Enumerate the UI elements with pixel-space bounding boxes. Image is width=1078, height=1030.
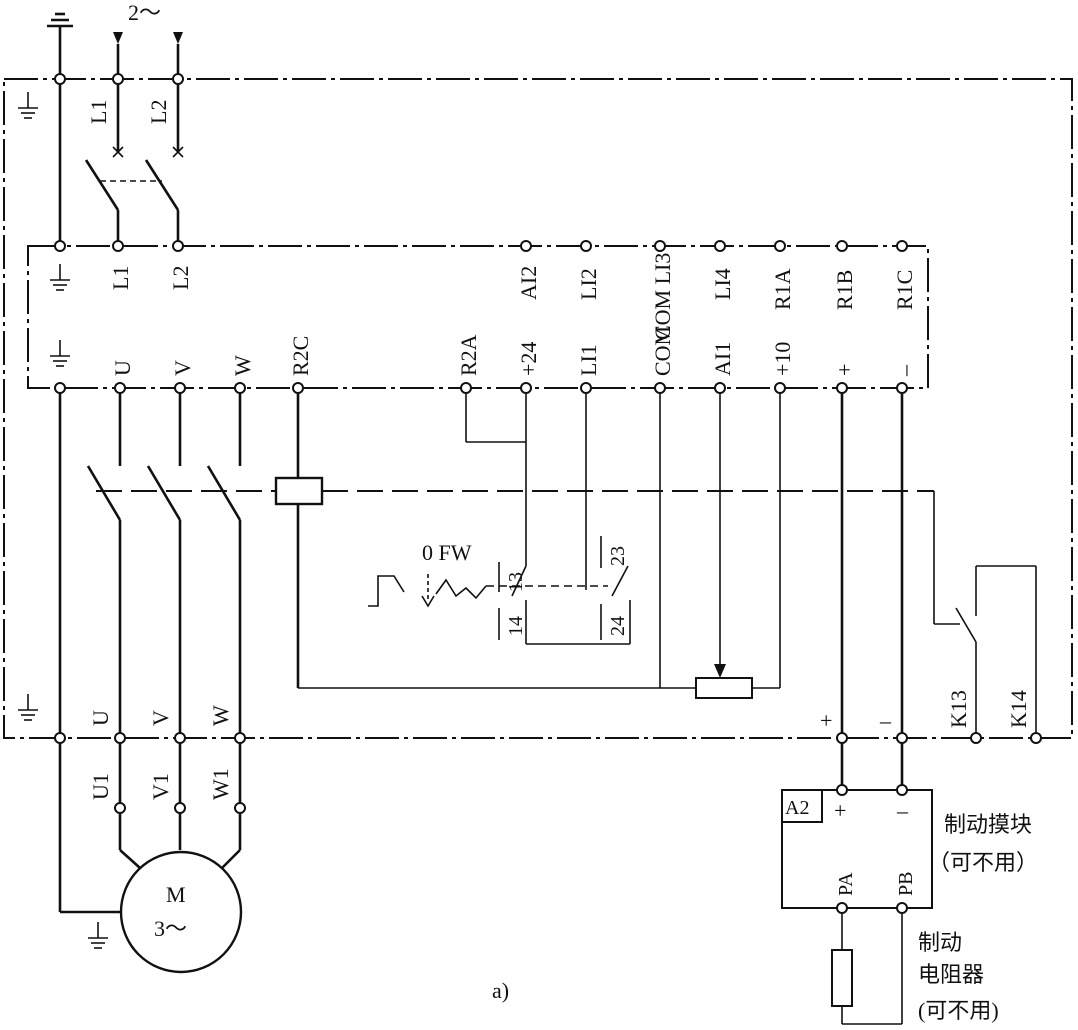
drive-label-minus: – — [892, 364, 917, 377]
outer-enclosure — [3, 78, 1073, 739]
braking-module-label: 制动摸块 — [944, 812, 1032, 837]
motor-terminal-u1: U1 — [88, 773, 113, 800]
drive-label-com-li3: COM LI3 — [650, 253, 675, 340]
terminal-label-L2: L2 — [146, 100, 171, 124]
bottom-label-k13: K13 — [946, 690, 971, 728]
drive-label-plus24: +24 — [516, 342, 541, 376]
drive-label-r1a: R1A — [770, 268, 795, 310]
ground-icon — [47, 12, 73, 40]
drive-label-u: U — [110, 360, 135, 376]
control-wiring — [298, 388, 781, 689]
supply-wiring — [58, 40, 180, 246]
motor — [119, 850, 243, 974]
drive-label-ai1: AI1 — [710, 342, 735, 376]
selector-switch — [368, 565, 629, 608]
braking-module-minus: – — [896, 798, 909, 823]
drive-label-r1c: R1C — [892, 270, 917, 310]
ground-icon — [18, 694, 38, 721]
braking-resistor-note: (可不用) — [918, 998, 999, 1023]
drive-label-ai2: AI2 — [516, 266, 541, 300]
drive-label-w: W — [230, 355, 255, 376]
bottom-label-w: W — [208, 705, 233, 726]
drive-label-l1: L1 — [108, 266, 133, 290]
drive-label-r2c: R2C — [288, 336, 313, 376]
braking-resistor-wiring — [841, 908, 903, 1025]
contact-14-label: 14 — [505, 616, 527, 636]
drive-label-li2: LI2 — [576, 268, 601, 300]
drive-enclosure — [27, 245, 929, 389]
output-wiring — [86, 388, 242, 869]
isolator-switch — [84, 146, 184, 211]
selector-positions: 0 FW — [422, 540, 472, 565]
dc-bus-wiring — [840, 388, 904, 790]
contact-13-label: 13 — [505, 572, 527, 592]
supply-label: 2～ — [128, 0, 161, 25]
motor-label: M — [166, 882, 186, 907]
bottom-label-v: V — [148, 710, 173, 726]
drive-label-li4: LI4 — [710, 268, 735, 300]
bottom-label-k14: K14 — [1006, 690, 1031, 728]
supply-arrow-icon — [113, 32, 183, 44]
braking-module-id: A2 — [785, 797, 809, 819]
ground-icon — [50, 264, 70, 291]
drive-label-v: V — [170, 360, 195, 376]
drive-label-r2a: R2A — [456, 334, 481, 376]
terminals — [54, 73, 1042, 914]
motor-terminal-w1: W1 — [208, 768, 233, 800]
drive-label-com: COM — [650, 326, 675, 376]
braking-resistor — [831, 949, 853, 1007]
ground-icon — [88, 922, 108, 949]
drive-label-plus10: +10 — [770, 342, 795, 376]
relay-contact-k13-k14 — [955, 565, 1037, 738]
drive-label-plus: + — [832, 364, 857, 376]
potentiometer — [695, 677, 753, 699]
braking-module-pa: PA — [835, 872, 857, 896]
drive-label-li1: LI1 — [576, 344, 601, 376]
bottom-label-minus: – — [879, 708, 892, 733]
contact-23-label: 23 — [607, 546, 629, 566]
drive-label-r1b: R1B — [832, 270, 857, 310]
bottom-label-plus: + — [820, 708, 832, 733]
motor-phase-label: 3～ — [154, 916, 187, 941]
terminal-label-L1: L1 — [86, 100, 111, 124]
figure-caption: a) — [492, 978, 509, 1003]
drive-label-l2: L2 — [168, 266, 193, 290]
braking-module-pb: PB — [895, 872, 917, 896]
ground-icon — [50, 340, 70, 367]
ground-icon — [18, 92, 38, 119]
braking-resistor-label-2: 电阻器 — [918, 962, 984, 987]
relay-coil — [274, 476, 324, 506]
contact-24-label: 24 — [607, 616, 629, 636]
braking-module-note: （可不用） — [928, 850, 1038, 875]
braking-resistor-label: 制动 — [918, 930, 962, 955]
bottom-label-u: U — [88, 710, 113, 726]
braking-module-id-box — [781, 789, 823, 823]
braking-module-plus: + — [834, 798, 846, 823]
motor-terminal-v1: V1 — [148, 773, 173, 800]
